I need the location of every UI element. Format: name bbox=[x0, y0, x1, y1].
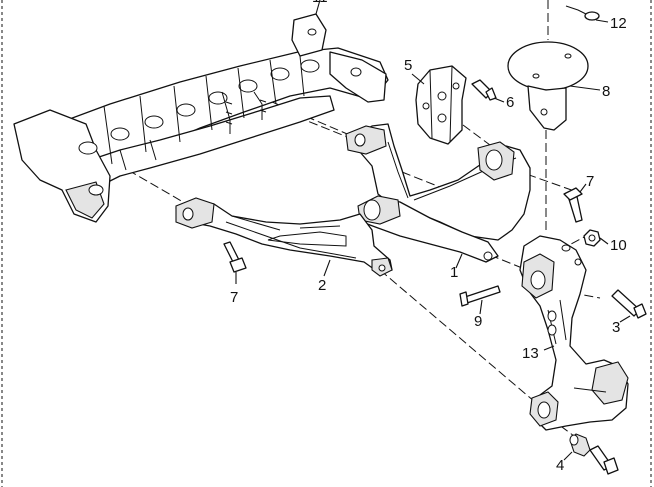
rear-lower-arm bbox=[175, 197, 393, 277]
callout-3: 3 bbox=[612, 319, 620, 336]
leader-lines bbox=[235, 0, 631, 461]
wheel-carrier-knuckle bbox=[519, 235, 629, 431]
callout-7-lower: 7 bbox=[230, 289, 238, 306]
front-lower-arm bbox=[345, 123, 531, 263]
callout-5: 5 bbox=[404, 57, 412, 74]
nut bbox=[583, 229, 601, 247]
callout-8: 8 bbox=[602, 83, 610, 100]
callout-11: 11 bbox=[312, 0, 328, 6]
callout-13: 13 bbox=[522, 345, 539, 362]
callout-7-upper: 7 bbox=[586, 173, 594, 190]
callout-6: 6 bbox=[506, 94, 514, 111]
callout-2: 2 bbox=[318, 277, 326, 294]
callout-10: 10 bbox=[610, 237, 627, 254]
callout-1: 1 bbox=[450, 264, 458, 281]
front-subframe bbox=[13, 13, 389, 223]
clip bbox=[547, 0, 600, 40]
callout-labels: 11 12 5 6 8 7 10 1 2 7 9 3 13 4 bbox=[230, 0, 627, 474]
mounting-bracket bbox=[415, 65, 467, 145]
bushing bbox=[569, 433, 591, 457]
callout-9: 9 bbox=[474, 313, 482, 330]
callout-4: 4 bbox=[556, 457, 564, 474]
bolts bbox=[223, 79, 647, 475]
callout-12: 12 bbox=[610, 15, 627, 32]
heat-shield-plate bbox=[507, 41, 589, 131]
